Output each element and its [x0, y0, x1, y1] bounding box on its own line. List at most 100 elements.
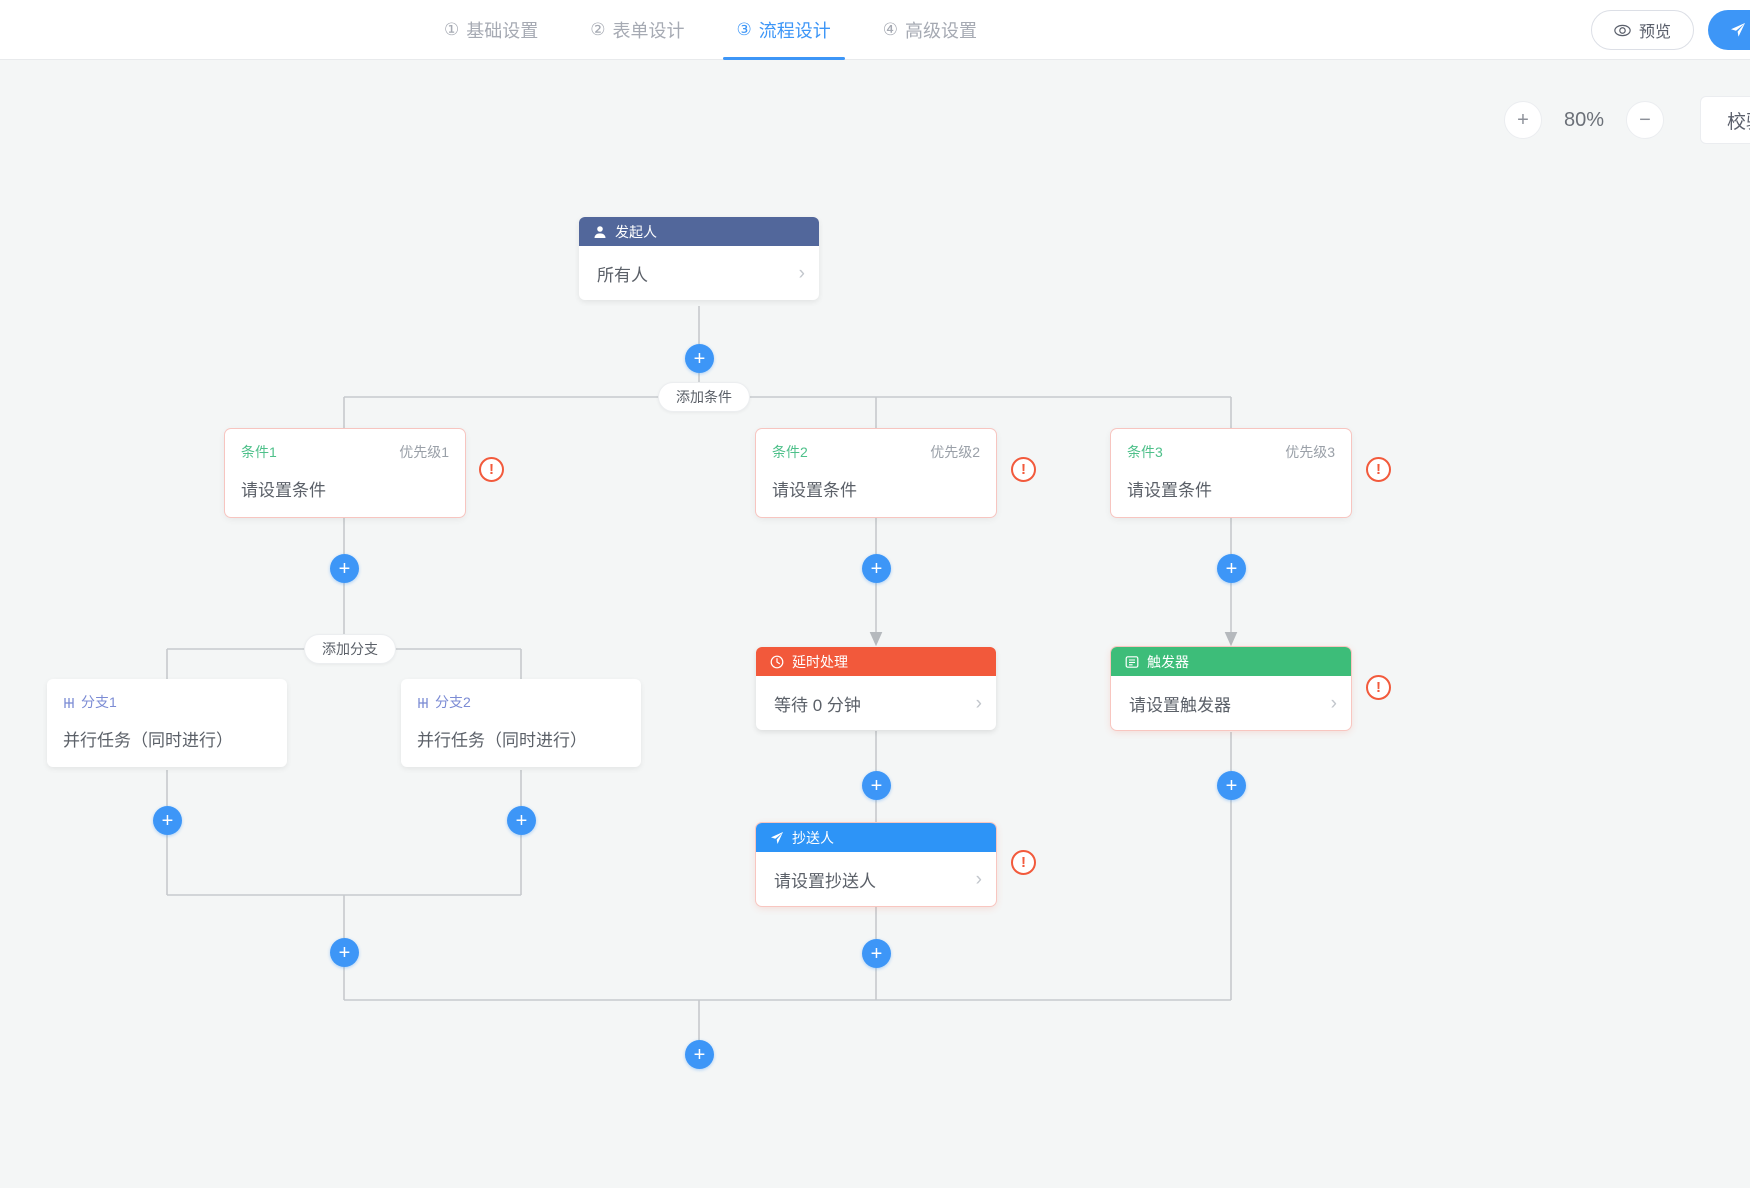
add-node-button-in-branch-1[interactable]: +	[153, 806, 182, 835]
error-icon: !	[1376, 679, 1381, 696]
plus-icon: +	[338, 557, 351, 580]
tab-advanced-settings-number: ④	[882, 19, 898, 39]
preview-button[interactable]: 预览	[1590, 10, 1694, 50]
add-condition-button[interactable]: 添加条件	[658, 382, 750, 412]
condition-card-2-header: 条件2 优先级2	[772, 442, 980, 462]
tab-flow-design-label: 流程设计	[758, 20, 831, 41]
send-icon	[770, 831, 784, 845]
plus-icon: +	[870, 557, 883, 580]
error-icon: !	[1021, 854, 1026, 871]
zoom-in-button[interactable]: +	[1503, 101, 1542, 139]
zoom-out-button[interactable]: −	[1625, 101, 1664, 139]
trigger-node-header: 触发器	[1111, 647, 1351, 676]
initiator-node-body[interactable]: 所有人 ›	[579, 246, 819, 300]
add-node-button-after-branches[interactable]: +	[330, 938, 359, 967]
branch-card-2[interactable]: 分支2 并行任务（同时进行）	[401, 679, 641, 767]
add-node-button-after-cc[interactable]: +	[862, 939, 891, 968]
add-node-button-after-trigger[interactable]: +	[1217, 771, 1246, 800]
add-node-button-at-end[interactable]: +	[685, 1040, 714, 1069]
chevron-right-icon: ›	[975, 868, 982, 890]
add-node-button-after-condition-3[interactable]: +	[1217, 554, 1246, 583]
tab-basic-settings[interactable]: ① 基础设置	[418, 0, 564, 60]
add-node-button-after-condition-1[interactable]: +	[330, 554, 359, 583]
plus-icon: +	[693, 1043, 706, 1066]
tab-advanced-settings[interactable]: ④ 高级设置	[857, 0, 1003, 60]
tab-basic-settings-label: 基础设置	[466, 20, 539, 41]
plus-icon: +	[870, 942, 883, 965]
condition-card-2[interactable]: 条件2 优先级2 请设置条件	[756, 429, 996, 517]
step-tabs: ① 基础设置 ② 表单设计 ③ 流程设计 ④ 高级设置	[418, 0, 1003, 60]
delay-node[interactable]: 延时处理 等待 0 分钟 ›	[756, 647, 996, 730]
condition-card-2-name: 条件2	[772, 444, 808, 460]
condition-card-1[interactable]: 条件1 优先级1 请设置条件	[225, 429, 465, 517]
cc-node-value: 请设置抄送人	[774, 871, 876, 891]
trigger-node-value: 请设置触发器	[1129, 695, 1231, 715]
top-bar-actions: 预览 发布	[1590, 0, 1750, 60]
chevron-right-icon: ›	[1330, 692, 1337, 714]
tab-advanced-settings-label: 高级设置	[905, 20, 977, 41]
initiator-node-title: 发起人	[615, 223, 657, 240]
condition-card-2-value: 请设置条件	[772, 481, 857, 500]
trigger-node-error-badge[interactable]: !	[1366, 675, 1391, 700]
condition-card-1-name: 条件1	[241, 444, 277, 460]
condition-1-error-badge[interactable]: !	[479, 457, 504, 482]
branch-card-1-name: 分支1	[81, 694, 117, 710]
error-icon: !	[1376, 461, 1381, 478]
condition-card-3-priority: 优先级3	[1285, 444, 1335, 460]
plus-icon: +	[515, 809, 528, 832]
tab-form-design-label: 表单设计	[612, 20, 685, 41]
condition-card-1-value: 请设置条件	[241, 481, 326, 500]
trigger-node[interactable]: 触发器 请设置触发器 ›	[1111, 647, 1351, 730]
cc-node-body[interactable]: 请设置抄送人 ›	[756, 852, 996, 906]
add-node-button-after-delay[interactable]: +	[862, 771, 891, 800]
tab-form-design[interactable]: ② 表单设计	[564, 0, 710, 60]
cc-node[interactable]: 抄送人 请设置抄送人 ›	[756, 823, 996, 906]
top-bar: ① 基础设置 ② 表单设计 ③ 流程设计 ④ 高级设置 预览 发布	[0, 0, 1750, 60]
branch-card-2-value: 并行任务（同时进行）	[417, 731, 587, 750]
validate-flow-label: 校验流程	[1726, 111, 1750, 133]
branch-card-1[interactable]: 分支1 并行任务（同时进行）	[47, 679, 287, 767]
condition-card-2-priority: 优先级2	[930, 444, 980, 460]
branch-icon	[417, 696, 429, 708]
error-icon: !	[1021, 461, 1026, 478]
cc-node-error-badge[interactable]: !	[1011, 850, 1036, 875]
branch-card-1-value: 并行任务（同时进行）	[63, 731, 233, 750]
condition-2-error-badge[interactable]: !	[1011, 457, 1036, 482]
initiator-node-header: 发起人	[579, 217, 819, 246]
add-node-button-after-initiator[interactable]: +	[685, 344, 714, 373]
flow-connector-lines	[166, 306, 1238, 1040]
condition-card-1-priority: 优先级1	[399, 444, 449, 460]
add-branch-label: 添加分支	[322, 641, 378, 657]
initiator-node[interactable]: 发起人 所有人 ›	[579, 217, 819, 300]
canvas-toolbar: + 80% − 校验流程	[1503, 90, 1750, 150]
cc-node-header: 抄送人	[756, 823, 996, 852]
initiator-node-value: 所有人	[597, 265, 648, 285]
branch-card-2-name: 分支2	[435, 694, 471, 710]
condition-3-error-badge[interactable]: !	[1366, 457, 1391, 482]
condition-card-3[interactable]: 条件3 优先级3 请设置条件	[1111, 429, 1351, 517]
publish-button[interactable]: 发布	[1707, 10, 1750, 50]
delay-node-header: 延时处理	[756, 647, 996, 676]
cc-node-title: 抄送人	[792, 829, 834, 846]
zoom-out-icon: −	[1639, 109, 1651, 131]
delay-node-body[interactable]: 等待 0 分钟 ›	[756, 676, 996, 730]
plus-icon: +	[161, 809, 174, 832]
tab-form-design-number: ②	[590, 19, 606, 39]
branch-card-1-header: 分支1	[63, 692, 271, 712]
plus-icon: +	[870, 774, 883, 797]
plus-icon: +	[693, 347, 706, 370]
validate-flow-button[interactable]: 校验流程	[1699, 96, 1750, 144]
flow-canvas[interactable]: 发起人 所有人 › + 添加条件 条件1 优先级1 请设置条件 ! 条件2 优先…	[0, 61, 1750, 1188]
condition-card-1-header: 条件1 优先级1	[241, 442, 449, 462]
add-branch-button[interactable]: 添加分支	[304, 634, 396, 664]
add-node-button-after-condition-2[interactable]: +	[862, 554, 891, 583]
preview-button-label: 预览	[1638, 24, 1671, 41]
eye-icon	[1614, 22, 1631, 39]
delay-node-title: 延时处理	[792, 653, 848, 670]
trigger-node-body[interactable]: 请设置触发器 ›	[1111, 676, 1351, 730]
trigger-icon	[1125, 655, 1139, 669]
plus-icon: +	[338, 941, 351, 964]
trigger-node-title: 触发器	[1147, 653, 1189, 670]
tab-flow-design[interactable]: ③ 流程设计	[711, 0, 857, 60]
add-node-button-in-branch-2[interactable]: +	[507, 806, 536, 835]
